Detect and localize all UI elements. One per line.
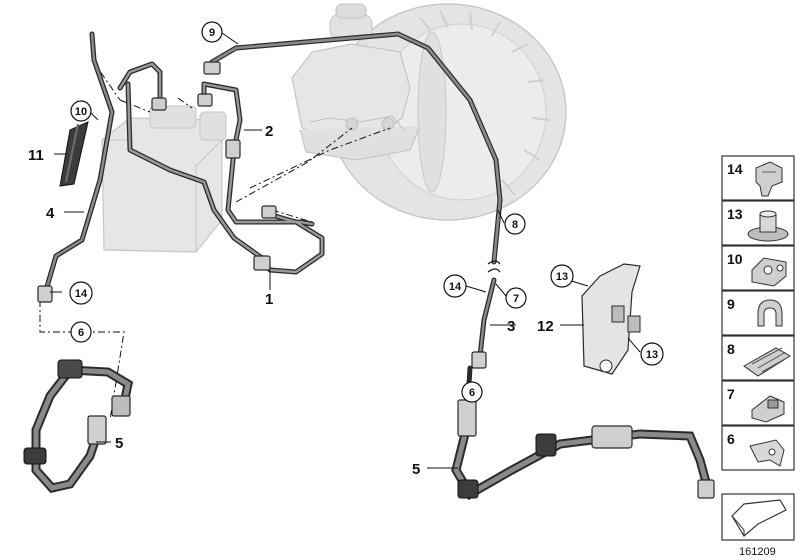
callout-5-right: 5 [412,461,420,478]
bracket-clip-icon [749,439,785,467]
legend-item-14: 14 [721,155,795,201]
multi-clip-icon [743,347,791,377]
brake-pipe-3 [471,277,497,369]
callout-7: 7 [505,287,527,309]
legend-number: 6 [727,431,735,447]
callout-13-bottom: 13 [640,342,664,366]
legend-number: 9 [727,296,735,312]
legend-direction-box [721,493,795,541]
double-clip-icon [751,257,787,287]
callout-10: 10 [70,100,92,122]
callout-14-left: 14 [69,281,93,305]
brake-hose-right [451,365,715,501]
legend-number: 10 [727,251,743,267]
protective-sleeve [59,121,89,187]
clip-icon [755,161,783,197]
callout-label: 13 [646,349,658,361]
legend-number: 8 [727,341,735,357]
master-cylinder [291,3,421,161]
callout-11: 11 [28,147,44,164]
grommet-icon [747,210,789,242]
callout-8: 8 [504,213,526,235]
reference-number: 161209 [739,546,776,558]
callout-14-right: 14 [443,274,467,298]
legend-item-10: 10 [721,245,795,291]
hydraulic-unit [101,105,227,253]
callout-label: 9 [209,27,215,39]
callout-leaders [50,32,641,469]
bracket [581,263,641,375]
legend-number: 13 [727,206,743,222]
callout-2: 2 [265,123,273,140]
callout-label: 8 [512,219,518,231]
legend-item-7: 7 [721,380,795,426]
legend-number: 14 [727,161,743,177]
brake-pipes-1-2 [117,61,325,275]
callout-4: 4 [46,205,55,222]
callout-label: 10 [75,106,87,118]
callout-label: 14 [449,281,462,293]
callout-label: 6 [469,387,475,399]
arrow-icon [731,499,787,537]
legend-item-6: 6 [721,425,795,471]
callout-label: 14 [75,288,88,300]
callout-label: 13 [556,271,568,283]
callout-5-left: 5 [115,435,123,452]
brake-line-8 [209,31,503,273]
callout-1: 1 [265,291,273,308]
callout-6-right: 6 [461,381,483,403]
legend-item-8: 8 [721,335,795,381]
callout-13-top: 13 [550,264,574,288]
brake-pipe-4 [37,31,115,303]
callout-3: 3 [507,318,515,335]
legend-item-9: 9 [721,290,795,336]
parts-legend: 14 13 10 9 [721,155,795,541]
callout-label: 6 [78,327,84,339]
brake-hose-left [23,359,134,493]
clip-icon [757,299,783,327]
callout-12: 12 [537,318,554,335]
legend-number: 7 [727,386,735,402]
legend-item-13: 13 [721,200,795,246]
callout-9: 9 [201,21,223,43]
callout-label: 7 [513,293,519,305]
callout-6-left: 6 [70,321,92,343]
clip-icon [751,395,785,423]
